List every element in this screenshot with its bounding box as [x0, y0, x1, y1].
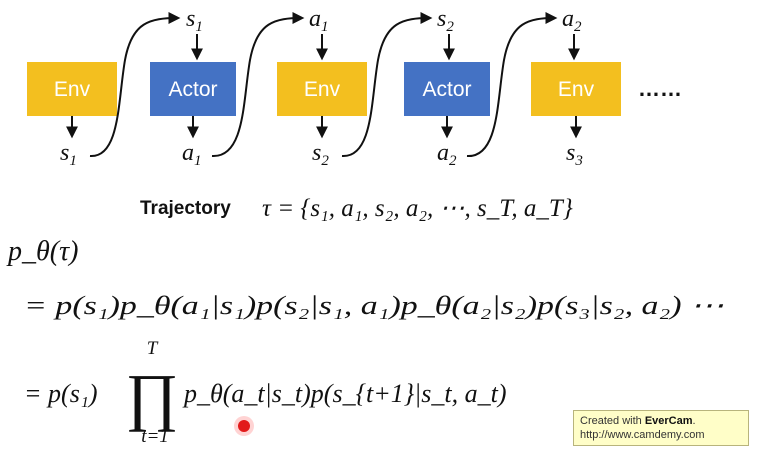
- top-label-1-base: s: [186, 6, 195, 32]
- product-symbol: ∏: [126, 361, 179, 432]
- top-label-4: a2: [562, 6, 582, 35]
- product-lower-limit: t=1: [141, 426, 169, 447]
- box-env-2: Env: [277, 62, 367, 116]
- probability-lhs: p_θ(τ): [6, 236, 78, 267]
- bottom-label-1-base: s: [60, 140, 69, 166]
- env-box-2: [277, 62, 367, 116]
- box-env-3: Env: [531, 62, 621, 116]
- top-label-1: s1: [186, 6, 203, 35]
- box-env-1: Env: [27, 62, 117, 116]
- bottom-label-4: a2: [437, 140, 457, 169]
- watermark-prefix: Created with: [580, 415, 645, 427]
- curve-a1: [211, 12, 305, 158]
- bottom-label-3-sub: 2: [321, 153, 329, 169]
- top-label-3: s2: [437, 6, 454, 35]
- env-label-3: Env: [558, 78, 595, 101]
- bottom-label-1: s1: [60, 140, 77, 169]
- env-label-1: Env: [54, 78, 91, 101]
- env-box-3: [531, 62, 621, 116]
- bottom-label-4-base: a: [437, 140, 449, 166]
- watermark-suffix: .: [692, 415, 696, 427]
- box-actor-1: Actor: [150, 62, 236, 116]
- equation-line-2-suffix: p_θ(a_t|s_t)p(s_{t+1}|s_t, a_t): [182, 379, 507, 408]
- bottom-label-5-base: s: [566, 140, 575, 166]
- equation-line-1: = p(s₁)p_θ(a₁|s₁)p(s₂|s₁, a₁)p_θ(a₂|s₂)p…: [24, 291, 724, 320]
- bottom-label-1-sub: 1: [69, 153, 77, 169]
- watermark-line-1: Created with EverCam.: [580, 414, 742, 428]
- top-label-2: a1: [309, 6, 329, 35]
- bottom-label-2-base: a: [182, 140, 194, 166]
- top-label-3-base: s: [437, 6, 446, 32]
- top-label-2-base: a: [309, 6, 321, 32]
- top-label-4-sub: 2: [574, 19, 582, 35]
- actor-box-2: [404, 62, 490, 116]
- actor-box-1: [150, 62, 236, 116]
- top-label-1-sub: 1: [195, 19, 203, 35]
- top-label-2-sub: 1: [321, 19, 329, 35]
- bottom-label-5-sub: 3: [574, 153, 583, 169]
- cursor-record-indicator: [234, 416, 254, 436]
- bottom-label-4-sub: 2: [449, 153, 457, 169]
- equation-line-2-prefix: = p(s₁): [24, 379, 98, 408]
- env-label-2: Env: [304, 78, 341, 101]
- watermark-brand: EverCam: [644, 415, 693, 427]
- bottom-label-2: a1: [182, 140, 202, 169]
- bottom-label-5: s3: [566, 140, 583, 169]
- curve-s1: [89, 12, 181, 158]
- curve-a2: [466, 12, 558, 158]
- actor-label-1: Actor: [168, 78, 217, 101]
- curve-s2: [341, 12, 433, 158]
- env-box-1: [27, 62, 117, 116]
- top-label-4-base: a: [562, 6, 574, 32]
- evercam-watermark: Created with EverCam. http://www.camdemy…: [573, 410, 749, 446]
- watermark-url[interactable]: http://www.camdemy.com: [580, 429, 705, 441]
- product-upper-limit: T: [147, 338, 159, 359]
- actor-label-2: Actor: [422, 78, 471, 101]
- trajectory-formula: τ = {s₁, a₁, s₂, a₂, ⋯, s_T, a_T}: [262, 195, 573, 222]
- box-actor-2: Actor: [404, 62, 490, 116]
- bottom-label-2-sub: 1: [194, 153, 202, 169]
- bottom-label-3-base: s: [312, 140, 321, 166]
- top-label-3-sub: 2: [446, 19, 454, 35]
- trajectory-label: Trajectory: [140, 198, 231, 219]
- chain-ellipsis: ……: [638, 76, 682, 101]
- bottom-label-3: s2: [312, 140, 329, 169]
